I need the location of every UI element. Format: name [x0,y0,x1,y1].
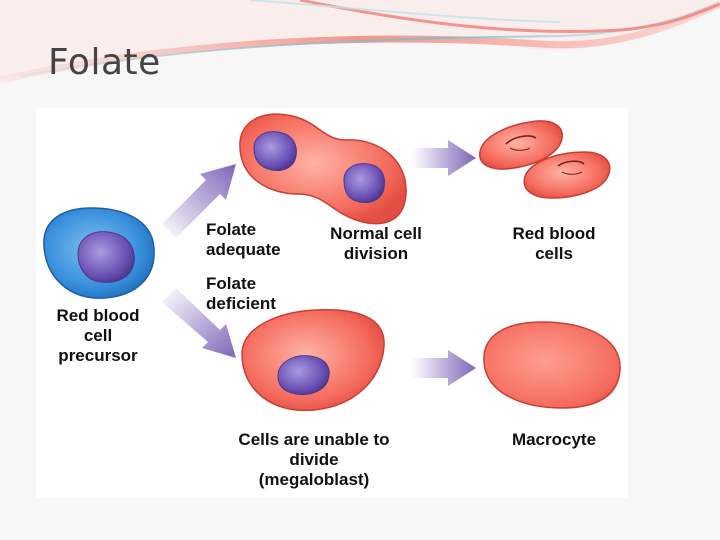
folate-diagram: Red blood cell precursor Folate adequate… [36,108,628,498]
dividing-cell-icon [239,113,407,225]
macrocyte-cell-icon [483,321,621,409]
arrow-right-bottom-icon [412,350,476,386]
folate-deficient-label: Folate deficient [206,274,276,313]
macrocyte-label: Macrocyte [511,430,597,449]
folate-adequate-label: Folate adequate [206,220,281,259]
megaloblast-label: Cells are unable to divide (megaloblast) [238,430,390,489]
arrow-up-icon [162,164,236,238]
normal-division-label: Normal cell division [330,224,422,263]
arrow-down-icon [162,288,236,358]
megaloblast-cell-icon [241,308,385,412]
red-blood-cells-icon [479,120,611,199]
precursor-cell-icon [43,207,155,299]
slide-title: Folate [48,42,161,83]
precursor-label: Red blood cell precursor [56,306,140,365]
header-swoosh-decoration [0,0,720,84]
arrow-right-top-icon [412,140,476,176]
red-blood-cells-label: Red blood cells [512,224,596,263]
